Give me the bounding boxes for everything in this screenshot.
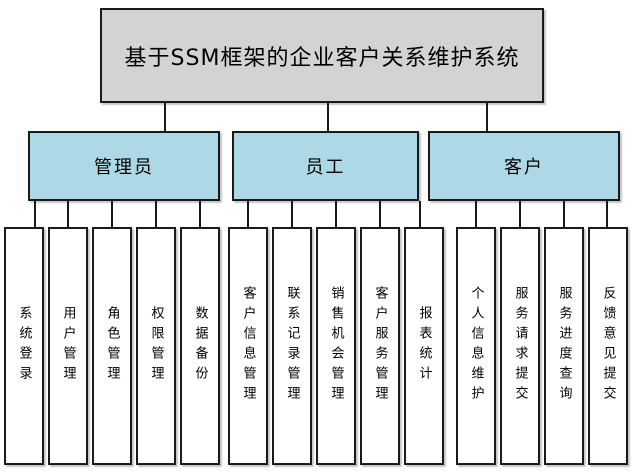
leaf-node-user-management: 用户管理 [48, 227, 88, 465]
leaf-node-service-request-submit: 服务请求提交 [500, 227, 540, 465]
connector-staff-leaf-4 [379, 201, 381, 227]
connector-staff-leaf-3 [335, 201, 337, 227]
leaf-label-sales-opportunity-management: 销售机会管理 [328, 286, 344, 406]
leaf-label-feedback-submit: 反馈意见提交 [600, 286, 616, 406]
leaf-node-sales-opportunity-management: 销售机会管理 [316, 227, 356, 465]
branch-label-staff: 员工 [305, 157, 346, 178]
branch-label-admin: 管理员 [94, 157, 154, 178]
connector-customer-leaf-1 [475, 201, 477, 227]
connector-staff-leaf-5 [419, 201, 421, 227]
connector-admin-leaf-2 [67, 201, 69, 227]
leaf-node-permission-management: 权限管理 [136, 227, 176, 465]
leaf-label-service-request-submit: 服务请求提交 [512, 286, 528, 406]
leaf-node-system-login: 系统登录 [4, 227, 44, 465]
connector-admin-leaf-5 [199, 201, 201, 227]
leaf-label-permission-management: 权限管理 [148, 306, 164, 386]
system-title-node: 基于SSM框架的企业客户关系维护系统 [100, 8, 544, 103]
leaf-label-user-management: 用户管理 [60, 306, 76, 386]
branch-node-customer: 客户 [428, 131, 620, 201]
leaf-node-service-progress-query: 服务进度查询 [544, 227, 584, 465]
leaf-label-customer-info-management: 客户信息管理 [240, 286, 256, 406]
branch-node-admin: 管理员 [28, 131, 220, 201]
leaf-label-report-statistics: 报表统计 [416, 306, 432, 386]
leaf-label-service-progress-query: 服务进度查询 [556, 286, 572, 406]
leaf-node-personal-info-maintenance: 个人信息维护 [456, 227, 496, 465]
leaf-node-role-management: 角色管理 [92, 227, 132, 465]
leaf-node-customer-info-management: 客户信息管理 [228, 227, 268, 465]
leaf-node-report-statistics: 报表统计 [404, 227, 444, 465]
leaf-label-customer-service-management: 客户服务管理 [372, 286, 388, 406]
leaf-label-personal-info-maintenance: 个人信息维护 [468, 286, 484, 406]
connector-title-to-admin [164, 103, 166, 131]
connector-admin-leaf-4 [155, 201, 157, 227]
connector-staff-leaf-1 [247, 201, 249, 227]
connector-title-to-customer [486, 103, 488, 131]
connector-customer-leaf-3 [563, 201, 565, 227]
leaf-node-customer-service-management: 客户服务管理 [360, 227, 400, 465]
system-title-label: 基于SSM框架的企业客户关系维护系统 [124, 45, 520, 71]
branch-node-staff: 员工 [232, 131, 419, 201]
leaf-label-role-management: 角色管理 [104, 306, 120, 386]
leaf-label-data-backup: 数据备份 [192, 306, 208, 386]
leaf-node-feedback-submit: 反馈意见提交 [588, 227, 628, 465]
connector-customer-leaf-4 [606, 201, 608, 227]
leaf-label-system-login: 系统登录 [16, 306, 32, 386]
branch-label-customer: 客户 [504, 157, 544, 178]
leaf-node-contact-record-management: 联系记录管理 [272, 227, 312, 465]
connector-customer-leaf-2 [519, 201, 521, 227]
connector-title-to-staff [327, 103, 329, 131]
leaf-node-data-backup: 数据备份 [180, 227, 220, 465]
connector-admin-leaf-1 [34, 201, 36, 227]
connector-staff-leaf-2 [291, 201, 293, 227]
connector-admin-leaf-3 [111, 201, 113, 227]
leaf-label-contact-record-management: 联系记录管理 [284, 286, 300, 406]
